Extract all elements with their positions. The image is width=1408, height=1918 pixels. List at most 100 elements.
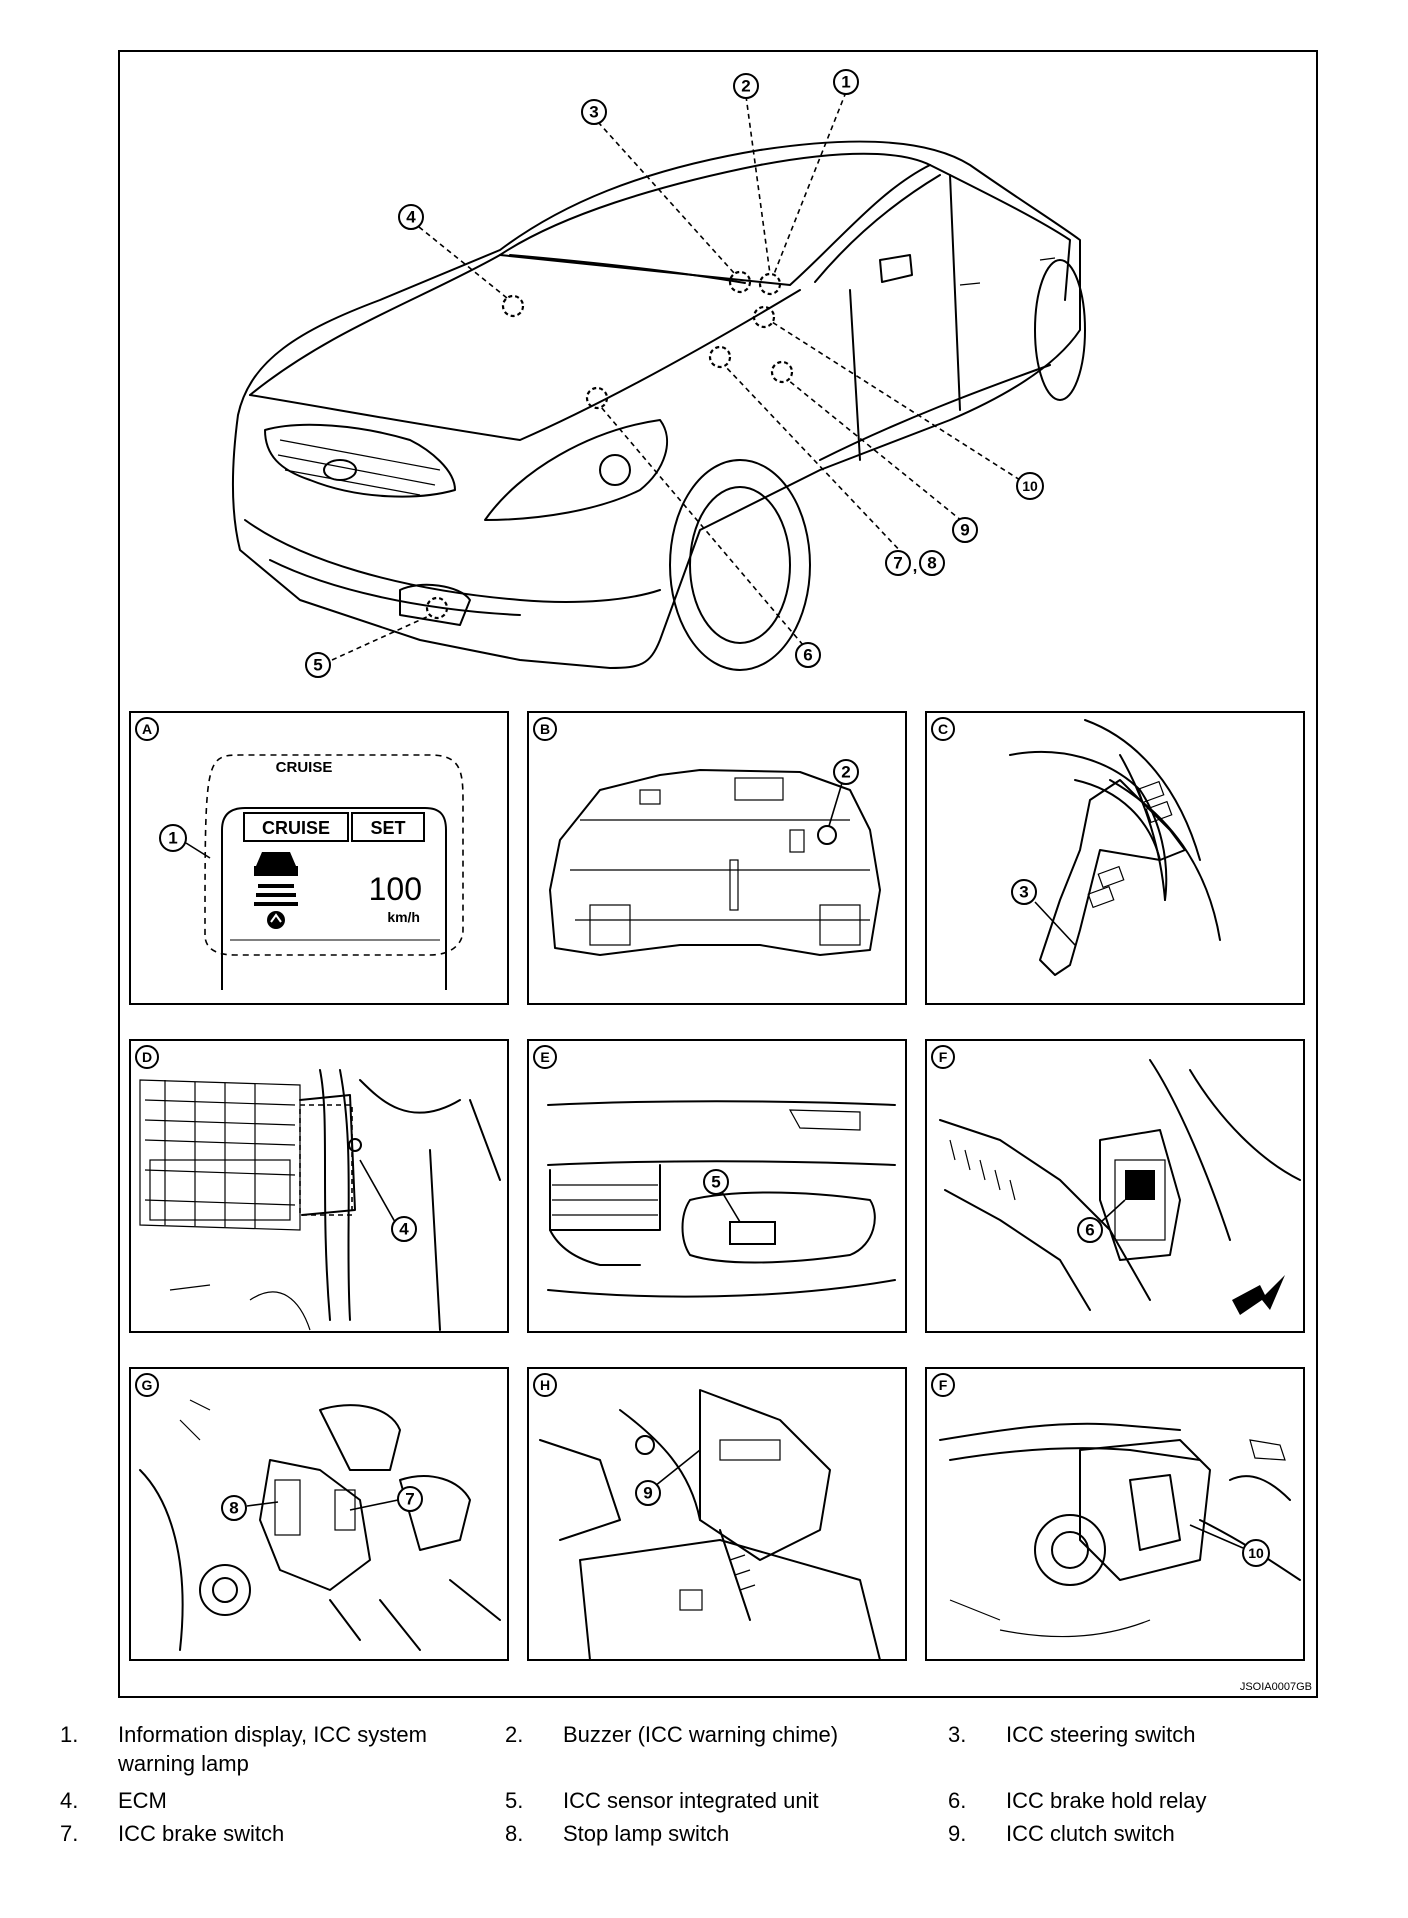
svg-text:5: 5 [711,1173,720,1192]
callout-separator: , [913,557,918,576]
svg-text:F: F [939,1049,948,1065]
panel-b-callout-2: 2 [833,759,859,785]
legend-item-8: 8.Stop lamp switch [505,1821,730,1846]
figure-code: JSOIA0007GB [1239,1681,1312,1693]
svg-text:2: 2 [741,77,750,96]
ecm-location-illustration [139,1069,501,1331]
panel-letter-a: A [135,717,159,741]
marker-7-8 [708,345,732,369]
marker-10 [752,305,776,329]
svg-text:3: 3 [1019,883,1028,902]
callout-6: 6 [795,642,821,668]
svg-text:3: 3 [589,103,598,122]
panel-f2-callout-10: 10 [1242,1539,1270,1567]
panel-letter-g: G [135,1373,159,1397]
panel-letter-c: C [931,717,955,741]
panel-g-callout-8: 8 [221,1495,247,1521]
svg-text:A: A [142,721,152,737]
legend-item-6: 6.ICC brake hold relay [948,1788,1207,1813]
svg-text:6: 6 [803,646,812,665]
panel-c-callout-3: 3 [1011,879,1037,905]
svg-text:8: 8 [927,554,936,573]
panel-f-callout-6: 6 [1077,1217,1103,1243]
panel-letter-b: B [533,717,557,741]
actuator-illustration [939,1422,1301,1638]
marker-6 [585,386,609,410]
svg-text:H: H [540,1377,550,1393]
panel-c [925,711,1305,1005]
svg-text:C: C [938,721,948,737]
cruise-indicator: CRUISE [262,818,330,838]
panel-b [527,711,907,1005]
set-indicator: SET [370,818,405,838]
panel-letter-f2: F [931,1373,955,1397]
legend-item-5: 5.ICC sensor integrated unit [505,1788,819,1813]
callout-2: 2 [733,73,759,99]
marker-3 [728,270,752,294]
svg-text:5: 5 [313,656,322,675]
speed-unit: km/h [387,909,420,925]
info-display-illustration: CRUISE CRUISE SET 100 km/h [185,754,464,990]
display-header: CRUISE [276,759,333,776]
panel-letter-d: D [135,1045,159,1069]
legend-item-2: 2.Buzzer (ICC warning chime) [505,1722,839,1747]
panel-f2 [925,1367,1305,1661]
brake-hold-relay-illustration [939,1059,1301,1315]
legend-item-1: 1.Information display, ICC system warnin… [60,1722,427,1776]
panel-g [129,1367,509,1661]
svg-text:9: 9 [960,521,969,540]
svg-text:10: 10 [1022,478,1038,494]
svg-text:9: 9 [643,1484,652,1503]
panel-a-callout-1: 1 [159,824,187,852]
legend-item-4: 4.ECM [60,1788,167,1813]
panel-e-callout-5: 5 [703,1169,729,1195]
car-leader-lines [331,91,1021,661]
panel-letter-f: F [931,1045,955,1069]
panel-letter-h: H [533,1373,557,1397]
panel-letter-e: E [533,1045,557,1069]
panel-g-callout-7: 7 [397,1486,423,1512]
callout-5: 5 [305,652,331,678]
car-illustration [232,140,1086,671]
svg-text:4: 4 [406,208,416,227]
panel-d [129,1039,509,1333]
legend-item-7: 7.ICC brake switch [60,1821,285,1846]
steering-wheel-illustration [1009,719,1221,976]
car-location-markers [425,270,794,620]
svg-text:E: E [540,1049,549,1065]
marker-5 [425,596,449,620]
svg-text:8: 8 [229,1499,238,1518]
direction-arrow-icon [1232,1275,1285,1315]
callout-9: 9 [952,517,978,543]
diagram-frame: JSOIA0007GB [118,50,1318,1698]
panel-d-callout-4: 4 [391,1216,417,1242]
combination-meter-illustration [549,769,881,956]
svg-text:4: 4 [399,1220,409,1239]
callout-3: 3 [581,99,607,125]
svg-text:B: B [540,721,550,737]
panel-h-callout-9: 9 [635,1480,661,1506]
svg-text:6: 6 [1085,1221,1094,1240]
marker-9 [770,360,794,384]
legend-item-9: 9.ICC clutch switch [948,1821,1175,1846]
svg-text:7: 7 [893,554,902,573]
icc-sensor-illustration [547,1100,896,1298]
vehicle-icon [256,852,296,866]
svg-text:1: 1 [168,829,177,848]
svg-text:1: 1 [841,73,850,92]
svg-text:10: 10 [1248,1545,1264,1561]
svg-text:7: 7 [405,1490,414,1509]
svg-text:F: F [939,1377,948,1393]
panel-h [527,1367,907,1661]
marker-2 [758,272,782,296]
clutch-switch-illustration [539,1389,881,1661]
svg-text:D: D [142,1049,152,1065]
callout-10: 10 [1016,472,1044,500]
callout-8: 8 [919,550,945,576]
marker-4 [501,294,525,318]
callout-7: 7 [885,550,911,576]
svg-text:G: G [142,1377,153,1393]
set-speed: 100 [369,871,422,907]
callout-4: 4 [398,204,424,230]
